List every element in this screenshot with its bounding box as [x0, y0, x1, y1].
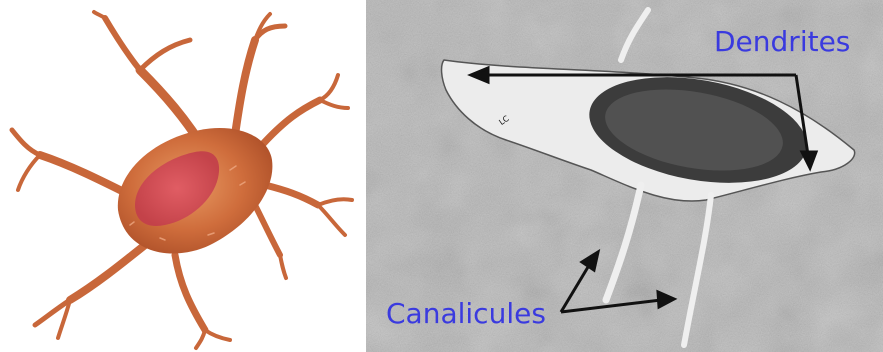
osteocyte-illustration — [0, 0, 362, 352]
dendrites-label: Dendrites — [714, 28, 850, 56]
osteocyte-drawing — [0, 0, 362, 352]
canalicules-label: Canalicules — [386, 300, 546, 328]
micrograph-panel: LC Dendrites Canalicules — [366, 0, 883, 352]
